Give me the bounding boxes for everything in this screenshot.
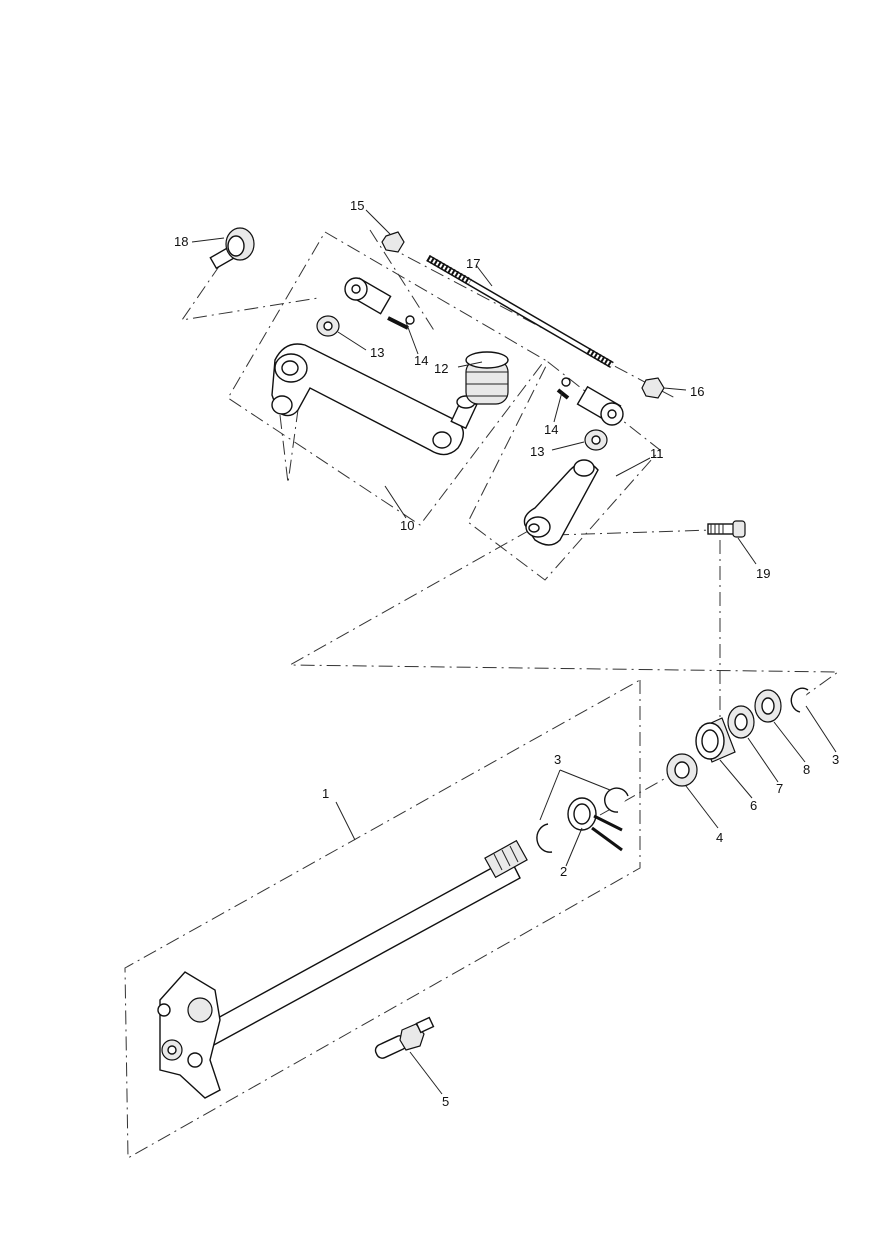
callout-14b: 14 [544, 422, 558, 437]
leader-8 [773, 721, 806, 763]
part-7-washer [727, 705, 755, 739]
leader-11 [615, 457, 651, 477]
part-3-circlip-upper [604, 787, 629, 813]
part-rod-end-lower [576, 385, 624, 426]
part-4-seal [666, 753, 698, 787]
leader-17 [475, 264, 493, 287]
callout-8: 8 [803, 762, 810, 777]
alignment-line-17 [384, 244, 676, 399]
callout-2: 2 [560, 864, 567, 879]
callout-7: 7 [776, 781, 783, 796]
leader-6 [719, 759, 753, 799]
part-5-stopper-bolt [374, 1016, 435, 1059]
callout-1: 1 [322, 786, 329, 801]
leader-4 [685, 785, 719, 829]
leader-16 [663, 387, 687, 391]
callout-17: 17 [466, 256, 480, 271]
leader-3a-2 [559, 769, 611, 791]
part-15-nut [381, 231, 405, 253]
callout-5: 5 [442, 1094, 449, 1109]
part-11-linkage-arm [523, 459, 599, 546]
callout-13a: 13 [370, 345, 384, 360]
alignment-line-19 [554, 529, 713, 536]
leader-12 [457, 361, 483, 368]
alignment-line-main [288, 529, 840, 706]
group-box-11 [467, 361, 661, 581]
part-19-bolt [707, 520, 746, 538]
leader-3a-1 [539, 769, 561, 821]
callout-15: 15 [350, 198, 364, 213]
leader-14a [405, 321, 419, 355]
part-17-tie-rod [426, 254, 614, 369]
callout-16: 16 [690, 384, 704, 399]
callout-12: 12 [434, 361, 448, 376]
part-rod-end-upper [344, 277, 392, 315]
leader-3b [805, 705, 837, 753]
part-1-gearchange-shaft [157, 839, 528, 1099]
leader-18 [191, 237, 225, 243]
alignment-line-15 [369, 229, 436, 333]
part-2-return-spring [567, 797, 623, 852]
group-box-10 [227, 231, 546, 526]
leader-7 [747, 737, 779, 783]
callout-13b: 13 [530, 444, 544, 459]
part-16-nut [641, 377, 665, 399]
alignment-line-18 [180, 264, 319, 321]
part-8-washer [754, 689, 782, 723]
callout-4: 4 [716, 830, 723, 845]
part-3-circlip-right [790, 687, 809, 713]
leader-14b [553, 391, 563, 423]
leader-5 [409, 1051, 443, 1095]
callout-14a: 14 [414, 353, 428, 368]
part-13-bush-upper [316, 315, 340, 337]
leader-13a [337, 331, 367, 351]
callout-18: 18 [174, 234, 188, 249]
part-18-pivot-bolt [209, 227, 255, 270]
group-box-1 [124, 679, 641, 1159]
callout-3b: 3 [832, 752, 839, 767]
part-3-circlip-lower [536, 823, 553, 853]
alignment-line-shaft [599, 769, 681, 816]
leader-2 [565, 827, 583, 867]
callout-19: 19 [756, 566, 770, 581]
leader-10 [384, 485, 407, 519]
leader-15 [365, 209, 391, 235]
part-14-split-pin-lower [556, 377, 571, 400]
part-12-footpeg-rubber [465, 351, 509, 405]
leader-13b [551, 441, 585, 451]
callout-10: 10 [400, 518, 414, 533]
part-10-gear-lever [271, 343, 478, 456]
callout-6: 6 [750, 798, 757, 813]
leader-19 [737, 537, 757, 565]
part-14-split-pin-upper [387, 315, 415, 330]
callout-11: 11 [650, 446, 664, 461]
callout-3a: 3 [554, 752, 561, 767]
part-6-bush [695, 717, 736, 763]
leader-1 [335, 801, 356, 841]
part-13-bush-lower [584, 429, 608, 451]
